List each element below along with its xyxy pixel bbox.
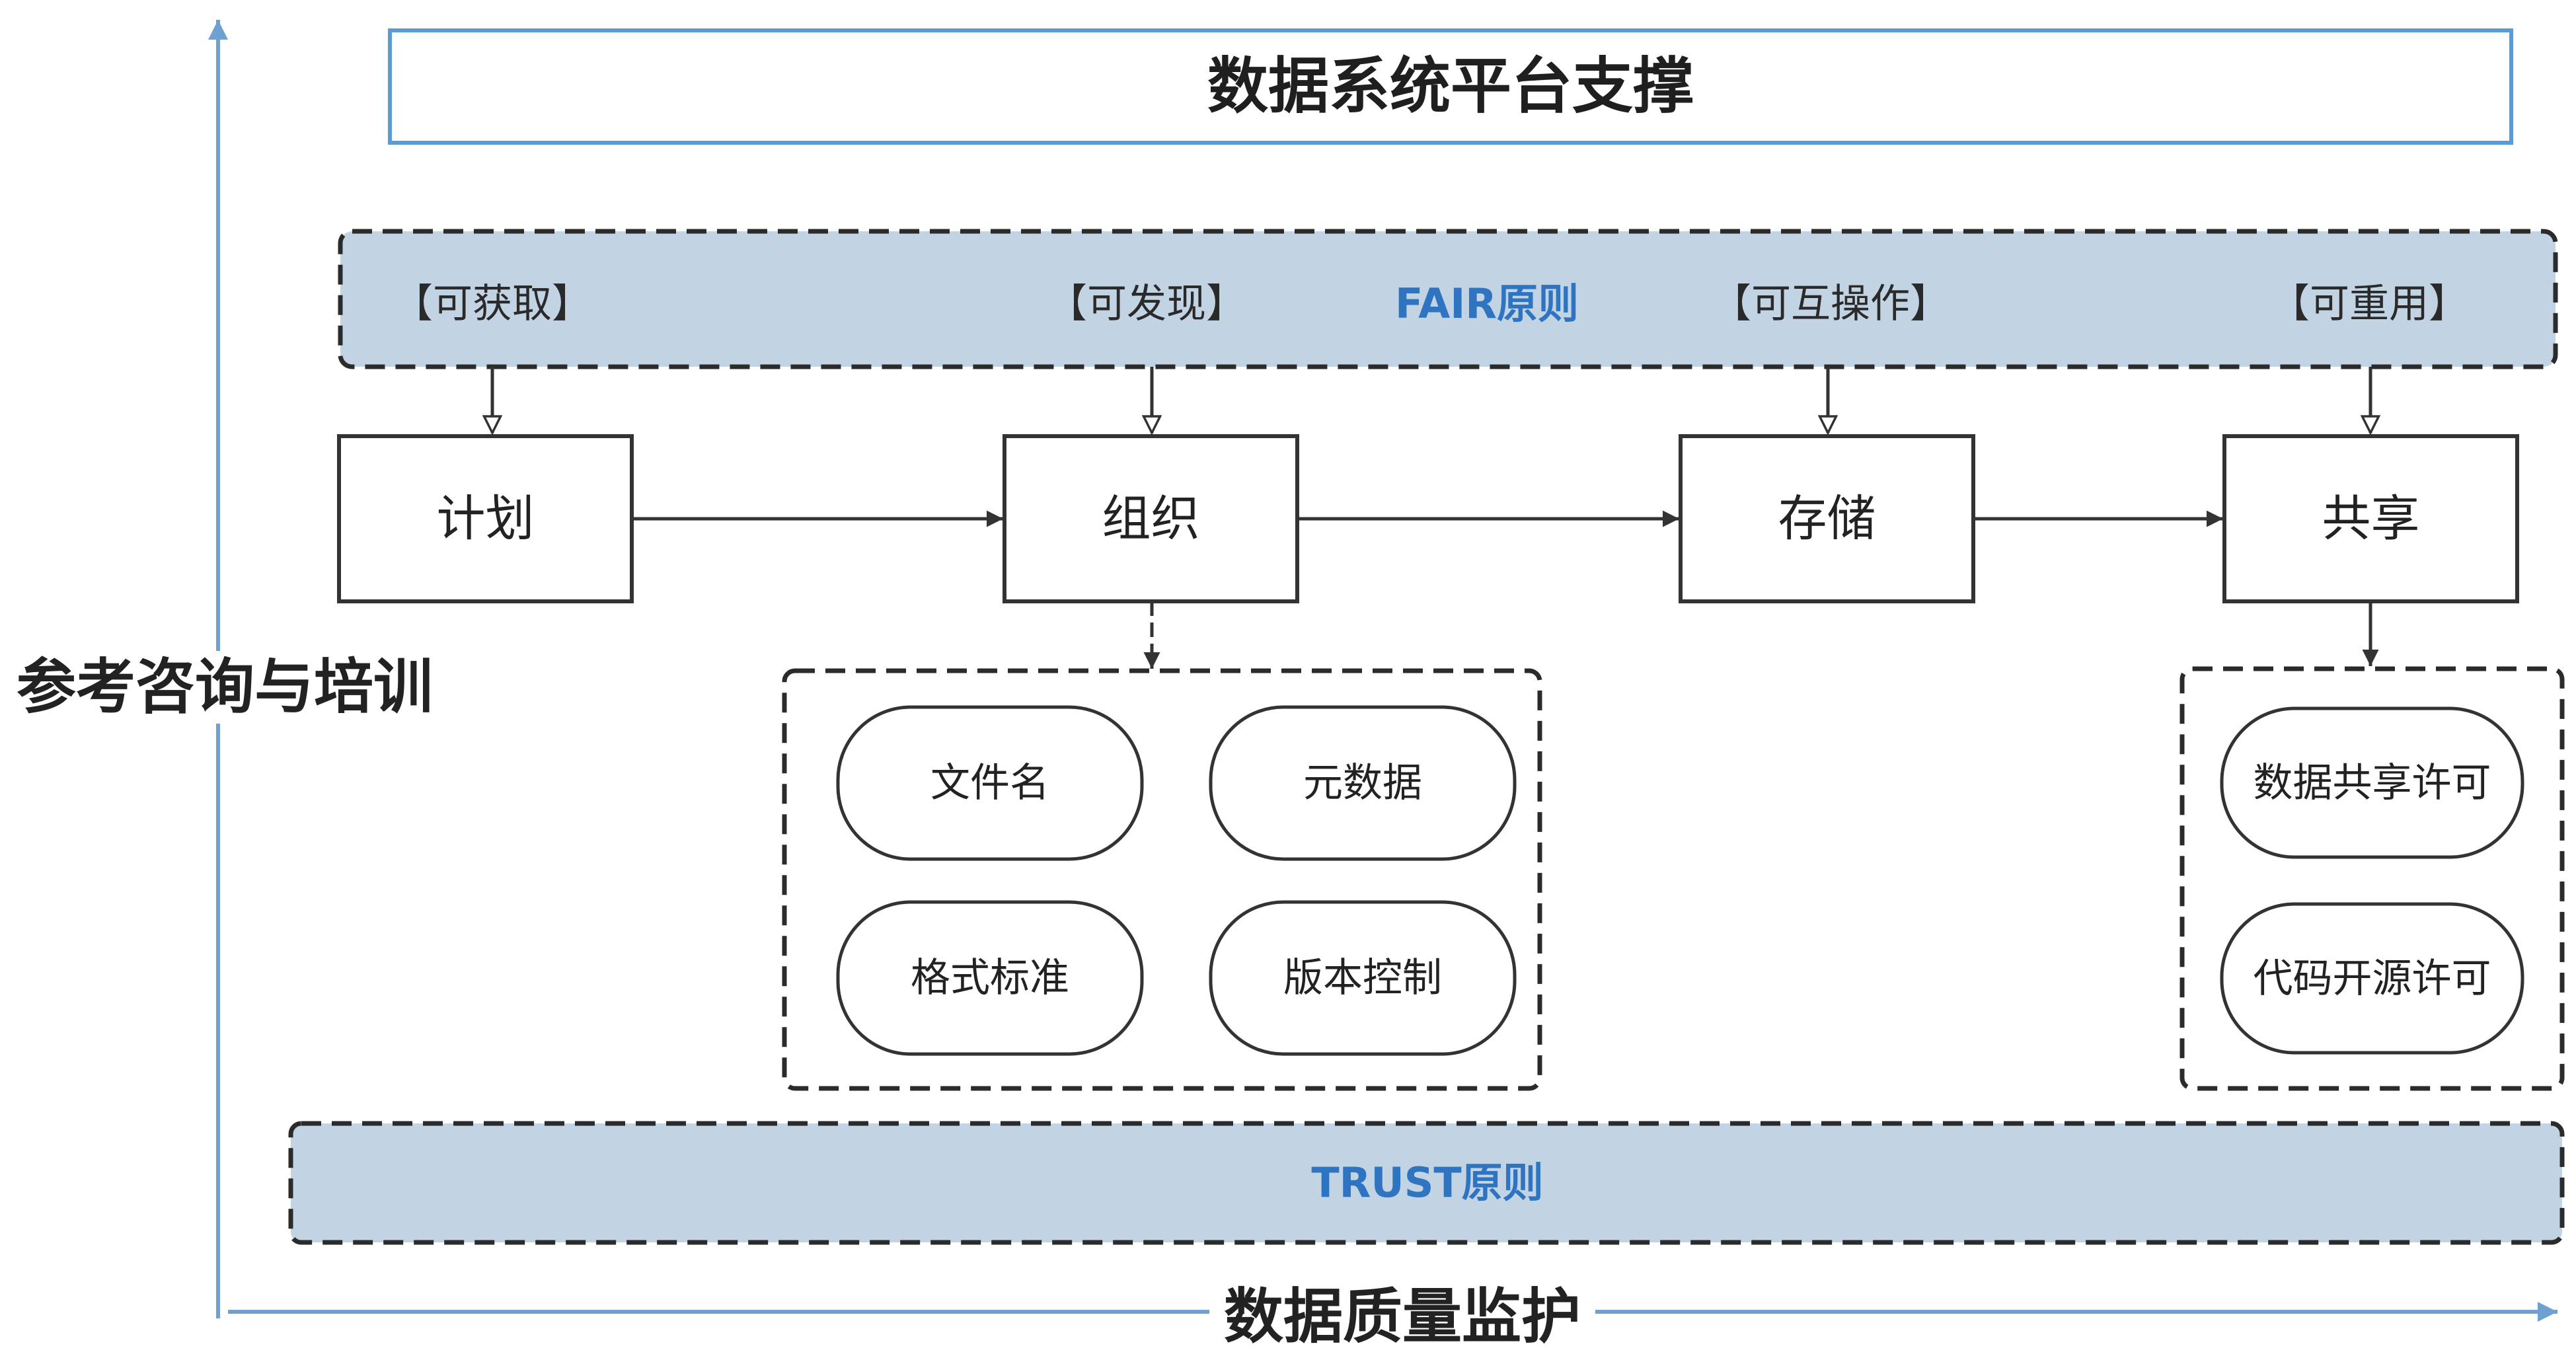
pill-data-share-license [2220, 706, 2524, 859]
pill-filename [836, 705, 1144, 861]
step-label-plan: 计划 [436, 490, 535, 547]
step-label-share: 共享 [2322, 490, 2420, 547]
fair-item-interoperable: 【可互操作】 [1712, 281, 1950, 327]
step-box-plan [337, 434, 634, 603]
y-axis-label: 参考咨询与培训 [10, 651, 439, 724]
pill-label-data-share-license: 数据共享许可 [2253, 759, 2491, 806]
header-box [388, 28, 2513, 145]
fair-item-reusable: 【可重用】 [2270, 281, 2468, 327]
step-label-store: 存储 [1778, 490, 1876, 547]
pill-format-standard [836, 900, 1144, 1056]
fair-item-findable: 【可发现】 [1047, 281, 1246, 327]
pill-metadata [1209, 705, 1517, 861]
pill-label-code-open-source-license: 代码开源许可 [2253, 955, 2491, 1002]
fair-label: FAIR原则 [1394, 280, 1579, 328]
fair-item-accessible: 【可获取】 [393, 281, 591, 327]
trust-label: TRUST原则 [1311, 1158, 1544, 1207]
fair-band [338, 229, 2558, 369]
pill-code-open-source-license [2220, 902, 2524, 1055]
header-title: 数据系统平台支撑 [1207, 51, 1694, 122]
pill-version-control [1209, 900, 1517, 1056]
step-label-organize: 组织 [1102, 490, 1200, 547]
pill-label-format-standard: 格式标准 [911, 955, 1069, 1001]
step-box-store [1679, 434, 1975, 603]
pill-label-metadata: 元数据 [1303, 760, 1422, 806]
pill-label-version-control: 版本控制 [1283, 955, 1442, 1001]
x-axis-label: 数据质量监护 [1209, 1281, 1595, 1353]
pill-label-filename: 文件名 [930, 760, 1049, 806]
trust-band [288, 1121, 2565, 1245]
